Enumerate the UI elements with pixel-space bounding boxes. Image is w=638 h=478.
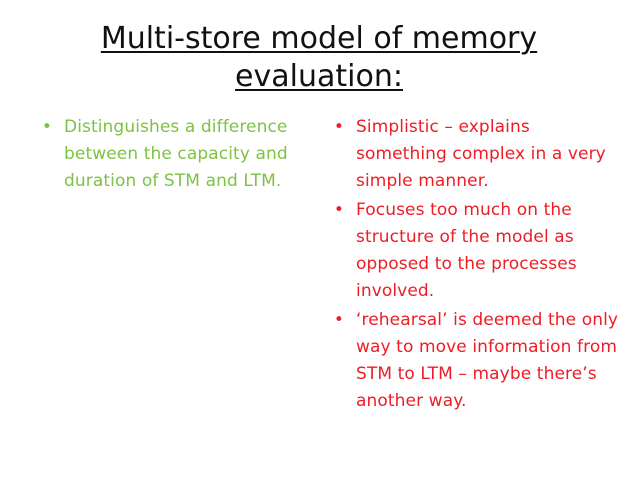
bullet-icon: • <box>333 200 345 220</box>
strengths-list: • Distinguishes a difference between the… <box>38 114 323 197</box>
bullet-icon: • <box>41 117 53 137</box>
bullet-icon: • <box>333 310 345 330</box>
point-text: Distinguishes a difference between the c… <box>64 117 288 191</box>
weakness-point: • Simplistic – explains something comple… <box>330 114 625 195</box>
slide-title: Multi-store model of memory evaluation: <box>100 21 538 94</box>
point-text: Simplistic – explains something complex … <box>356 117 606 191</box>
weaknesses-list: • Simplistic – explains something comple… <box>330 114 625 417</box>
point-text: Focuses too much on the structure of the… <box>356 200 577 301</box>
weakness-point: • ‘rehearsal’ is deemed the only way to … <box>330 307 625 415</box>
bullet-icon: • <box>333 117 345 137</box>
weakness-point: • Focuses too much on the structure of t… <box>330 197 625 305</box>
strength-point: • Distinguishes a difference between the… <box>38 114 323 195</box>
point-text: ‘rehearsal’ is deemed the only way to mo… <box>356 310 619 411</box>
